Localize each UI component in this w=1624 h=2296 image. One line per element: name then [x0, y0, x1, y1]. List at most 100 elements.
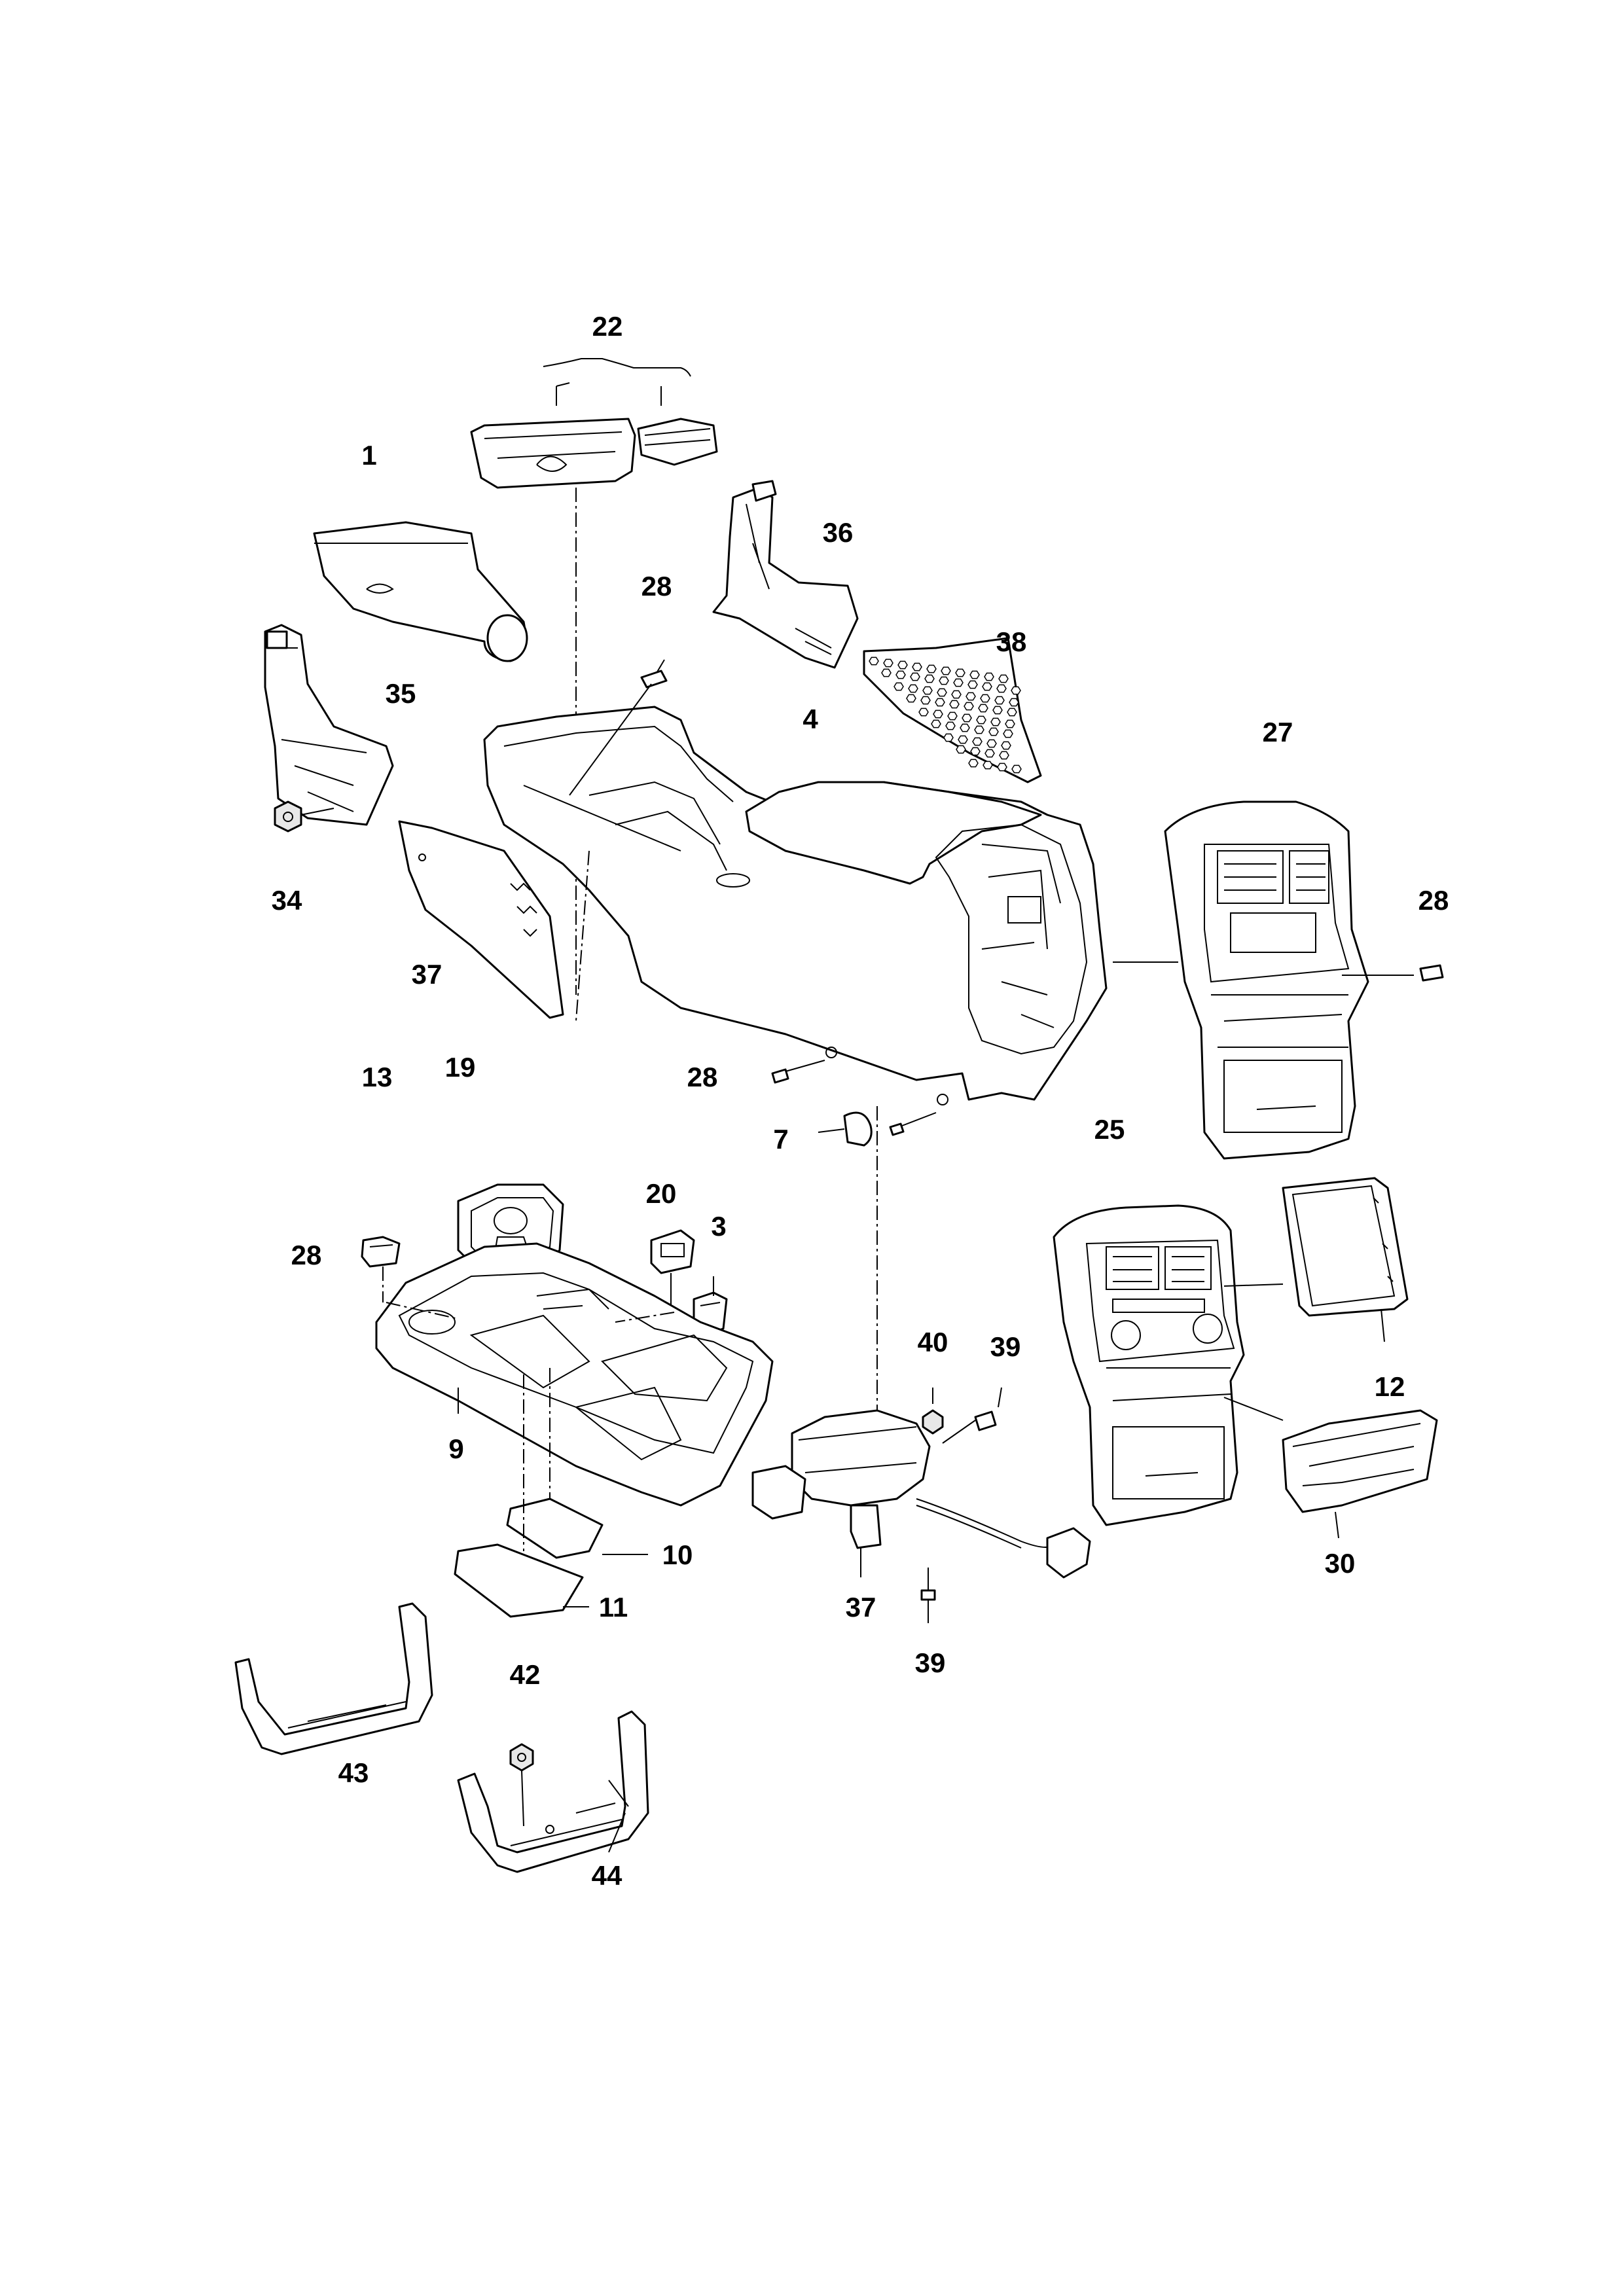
mesh-hole [1011, 686, 1021, 695]
part-33-bracket [264, 624, 394, 826]
mesh-hole [994, 696, 1005, 705]
mesh-hole [964, 702, 974, 711]
callout-22: 22 [592, 311, 623, 342]
callout-28-left: 28 [291, 1240, 322, 1270]
mesh-hole [978, 704, 988, 713]
mesh-hole [1001, 741, 1011, 750]
part-42-nut [509, 1743, 534, 1827]
part-43-lower-bracket [234, 1602, 433, 1755]
callout-13: 13 [362, 1062, 393, 1092]
mesh-hole [908, 684, 918, 693]
mesh-hole [967, 680, 978, 689]
mesh-hole [1005, 719, 1015, 728]
screw-28-mid [771, 1060, 825, 1084]
callout-33: 35 [386, 678, 416, 709]
callout-12: 12 [1375, 1371, 1405, 1402]
mesh-hole [910, 672, 920, 681]
mesh-hole [1009, 698, 1019, 707]
mesh-hole [935, 698, 945, 707]
part-39-screw [920, 1568, 936, 1623]
callout-32: 34 [272, 885, 302, 916]
mesh-hole [984, 672, 994, 681]
mesh-hole [912, 662, 922, 672]
mesh-hole [982, 682, 992, 691]
mesh-hole [1003, 729, 1013, 738]
part-37-control-module [751, 1409, 1091, 1579]
mesh-hole [939, 676, 949, 685]
callout-28-mid: 28 [687, 1062, 718, 1092]
mesh-hole [924, 674, 935, 683]
mesh-hole [953, 678, 964, 687]
mesh-hole [972, 737, 983, 746]
part-1-air-duct [313, 521, 528, 662]
callout-9: 9 [448, 1433, 463, 1464]
callout-4: 4 [803, 704, 818, 734]
mesh-hole [969, 670, 980, 679]
mesh-hole [906, 694, 916, 703]
mesh-hole [968, 759, 979, 768]
mesh-hole [999, 751, 1009, 760]
mesh-hole [895, 670, 906, 679]
mesh-hole [926, 664, 937, 673]
mesh-hole [996, 684, 1007, 693]
mesh-hole [976, 715, 986, 725]
mesh-hole [988, 727, 999, 736]
mesh-hole [958, 735, 968, 744]
mesh-hole [965, 692, 976, 701]
part-4-center-console [483, 706, 1108, 1430]
callout-35: 37 [412, 959, 442, 990]
screw-28-top [569, 659, 668, 796]
callout-34: 36 [823, 517, 854, 548]
mesh-hole [956, 745, 966, 754]
mesh-hole [918, 708, 929, 717]
mesh-hole [983, 761, 993, 770]
callout-27: 27 [1263, 717, 1293, 747]
part-9-lower-tray [375, 1242, 774, 1507]
callout-39: 39 [915, 1647, 946, 1678]
part-34-support-bracket [712, 480, 859, 669]
part-38-screw [942, 1387, 1002, 1444]
part-40-nut [922, 1388, 944, 1435]
part-12-insert-panel [1282, 1177, 1409, 1342]
mesh-hole [881, 668, 892, 677]
callout-11: 11 [599, 1592, 628, 1623]
part-13-cap [361, 1236, 401, 1302]
callout-19: 19 [445, 1052, 476, 1083]
part-30-storage-bin [1282, 1409, 1438, 1539]
callout-7: 7 [773, 1124, 788, 1155]
callout-28-top: 28 [641, 571, 672, 601]
mesh-hole [931, 719, 941, 728]
mesh-hole [947, 711, 958, 721]
mesh-hole [980, 694, 990, 703]
mesh-hole [951, 690, 962, 699]
callout-38: 39 [990, 1331, 1021, 1362]
part-27-rear-vent-panel [1113, 800, 1414, 1160]
mesh-hole [893, 682, 904, 691]
mesh-hole [869, 656, 879, 666]
mesh-hole [937, 688, 947, 697]
callout-36: 38 [996, 626, 1027, 657]
callout-40: 40 [918, 1327, 948, 1357]
part-10-pad [506, 1368, 648, 1559]
part-32-nut [274, 800, 334, 833]
callout-10: 10 [662, 1539, 693, 1570]
callout-44: 44 [592, 1860, 623, 1891]
mesh-hole [943, 733, 954, 742]
part-20-switch [650, 1229, 695, 1309]
part-7-clip [818, 1111, 873, 1147]
mesh-hole [1007, 708, 1017, 717]
callout-28-right: 28 [1418, 885, 1449, 916]
mesh-hole [992, 706, 1003, 715]
mesh-hole [955, 668, 965, 677]
part-44-lower-bracket [457, 1710, 649, 1873]
callout-3: 3 [711, 1211, 726, 1242]
callout-30: 30 [1325, 1548, 1356, 1579]
mesh-hole [984, 749, 995, 758]
mesh-hole [974, 725, 984, 734]
mesh-hole [920, 696, 931, 705]
mesh-hole [960, 723, 970, 732]
callout-37: 37 [846, 1592, 876, 1623]
callout-labels: 22 1 36 28 38 35 4 27 34 28 37 13 19 28 … [272, 311, 1449, 1891]
part-25-rear-console-panel [1053, 1204, 1284, 1526]
